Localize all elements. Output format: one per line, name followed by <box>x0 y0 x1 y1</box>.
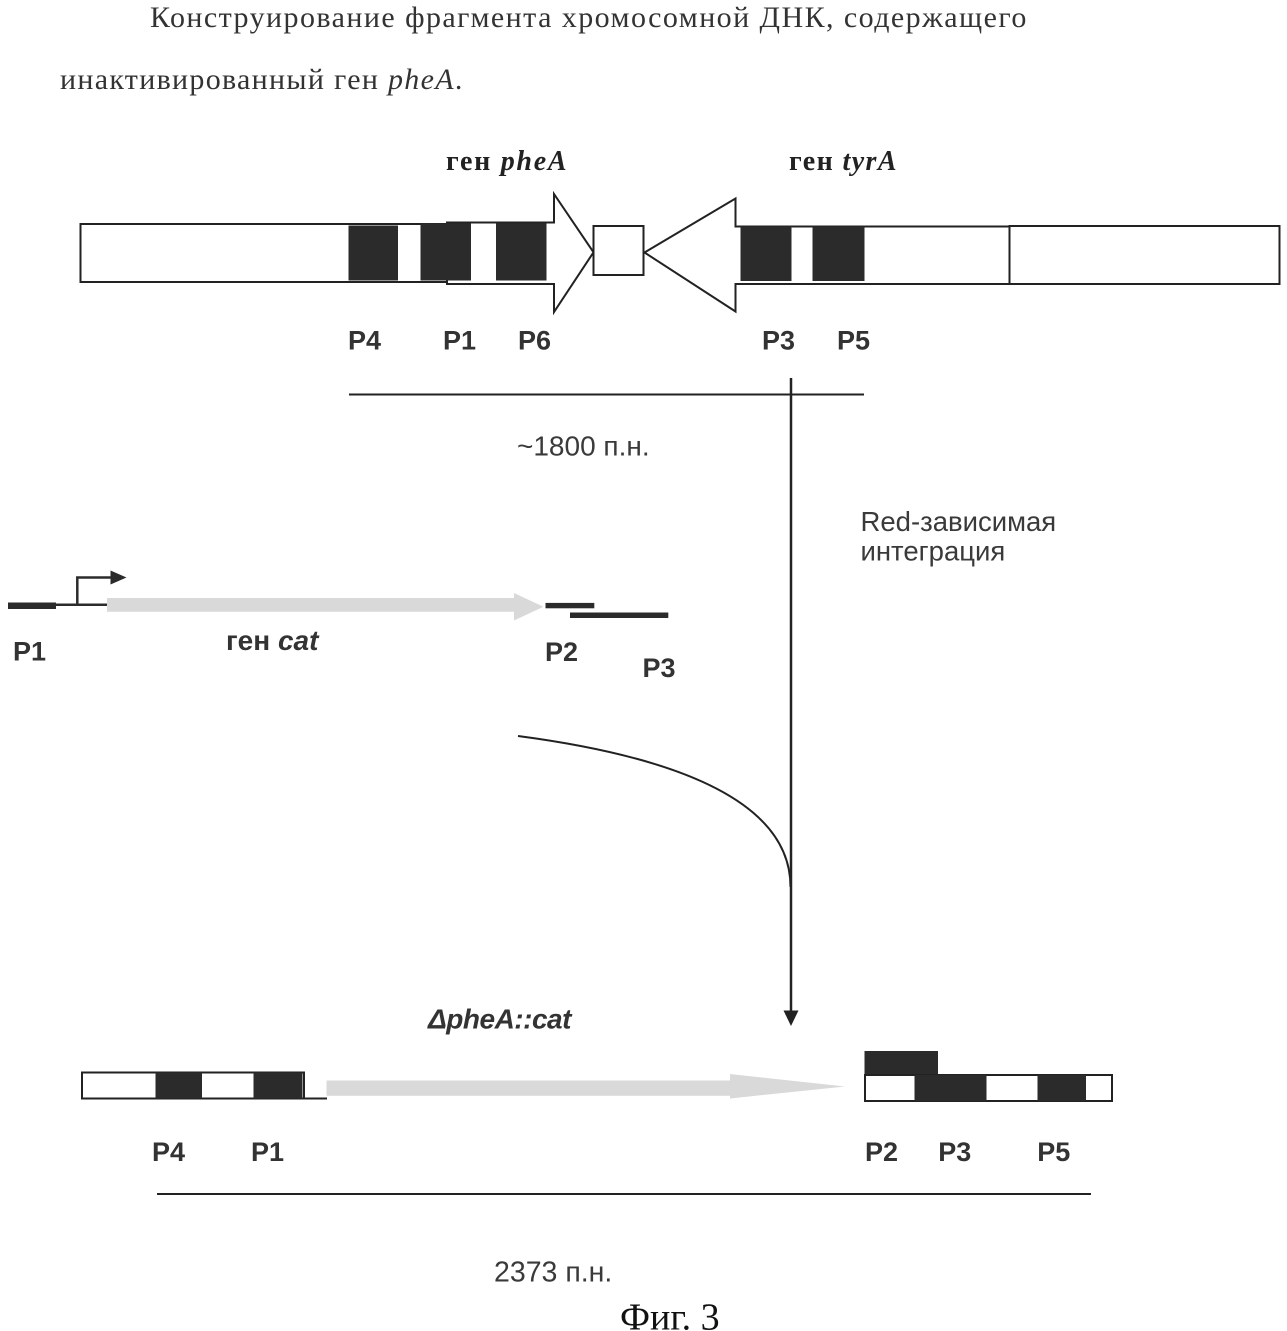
svg-text:P2: P2 <box>865 1137 898 1167</box>
svg-text:ген cat: ген cat <box>226 625 320 656</box>
svg-text:интеграция: интеграция <box>861 536 1006 567</box>
svg-text:Конструирование фрагмента хром: Конструирование фрагмента хромосомной ДН… <box>150 1 1028 34</box>
svg-text:P1: P1 <box>443 326 476 356</box>
svg-text:P4: P4 <box>348 326 381 356</box>
svg-text:P3: P3 <box>643 653 676 683</box>
svg-text:P4: P4 <box>152 1137 185 1167</box>
svg-text:P3: P3 <box>762 326 795 356</box>
svg-text:P2: P2 <box>545 637 578 667</box>
svg-text:~1800 п.н.: ~1800 п.н. <box>517 431 650 462</box>
svg-text:ΔpheA::cat: ΔpheA::cat <box>427 1003 573 1034</box>
svg-text:P5: P5 <box>837 326 870 356</box>
svg-text:P6: P6 <box>518 326 551 356</box>
svg-text:Red-зависимая: Red-зависимая <box>861 506 1057 537</box>
svg-text:P1: P1 <box>251 1137 284 1167</box>
svg-text:P5: P5 <box>1037 1137 1070 1167</box>
svg-text:Фиг. 3: Фиг. 3 <box>620 1297 720 1331</box>
svg-text:инактивированный ген pheA.: инактивированный ген pheA. <box>60 63 464 96</box>
svg-text:2373 п.н.: 2373 п.н. <box>494 1257 612 1289</box>
svg-text:ген pheA: ген pheA <box>446 146 568 177</box>
svg-text:ген tyrA: ген tyrA <box>789 146 898 177</box>
svg-text:P1: P1 <box>13 636 46 666</box>
svg-text:P3: P3 <box>938 1137 971 1167</box>
